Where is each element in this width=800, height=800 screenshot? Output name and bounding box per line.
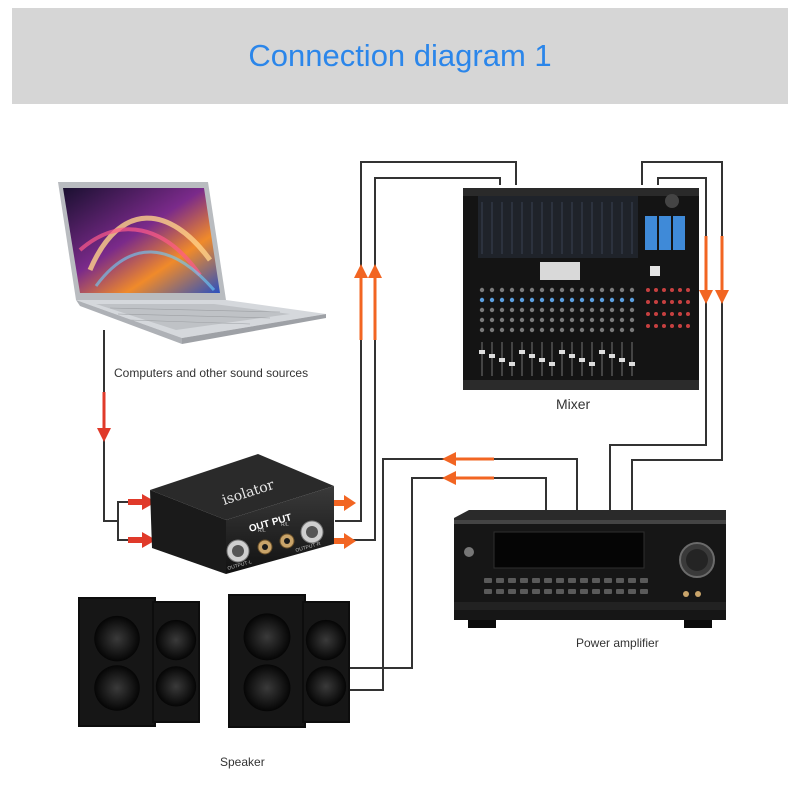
wire-isolator-input-bottom <box>117 521 130 541</box>
wire-isolator-mixer-outer <box>335 161 517 522</box>
amplifier-illustration <box>454 510 726 628</box>
arrow-down-mixer-2 <box>715 236 729 304</box>
isolator-jack-label-1: R/L <box>258 528 266 534</box>
wire-isolator-input-top <box>117 501 130 521</box>
isolator-jack-label-2: R/L <box>281 522 289 528</box>
arrow-right-output-2 <box>333 533 356 549</box>
arrow-left-amp-2 <box>442 471 494 485</box>
header-banner: Connection diagram 1 <box>12 8 788 104</box>
wire-laptop-isolator <box>103 330 118 522</box>
amplifier-label: Power amplifier <box>576 636 659 650</box>
wire-isolator-mixer-inner <box>335 177 501 541</box>
wires <box>103 161 723 691</box>
signal-arrows <box>97 236 729 549</box>
wire-mixer-amp-inner <box>609 177 707 510</box>
wire-mixer-amp-outer <box>631 161 723 510</box>
wire-amp-speaker-inner <box>348 477 547 669</box>
arrow-right-input-2 <box>128 532 156 548</box>
arrow-right-input-1 <box>128 494 156 510</box>
speaker-label: Speaker <box>220 755 265 769</box>
speaker-illustration <box>78 594 350 728</box>
arrow-up-mixer-1 <box>354 264 368 340</box>
arrow-down-sources <box>97 392 111 442</box>
arrow-down-mixer-1 <box>699 236 713 304</box>
mixer-illustration <box>463 188 699 390</box>
arrow-up-mixer-2 <box>368 264 382 340</box>
arrow-left-amp-1 <box>442 452 494 466</box>
arrow-right-output-1 <box>333 495 356 511</box>
sources-label: Computers and other sound sources <box>114 366 309 380</box>
mixer-channel-strips <box>479 202 690 376</box>
isolator-illustration: isolator OUT PUT R/L R/L OUTPUT·L OUTPUT… <box>150 454 334 574</box>
wire-amp-speaker-outer <box>348 458 578 691</box>
laptop-illustration <box>58 182 326 344</box>
amp-button-row <box>484 578 648 594</box>
page-title: Connection diagram 1 <box>248 38 552 73</box>
mixer-label: Mixer <box>556 396 591 412</box>
